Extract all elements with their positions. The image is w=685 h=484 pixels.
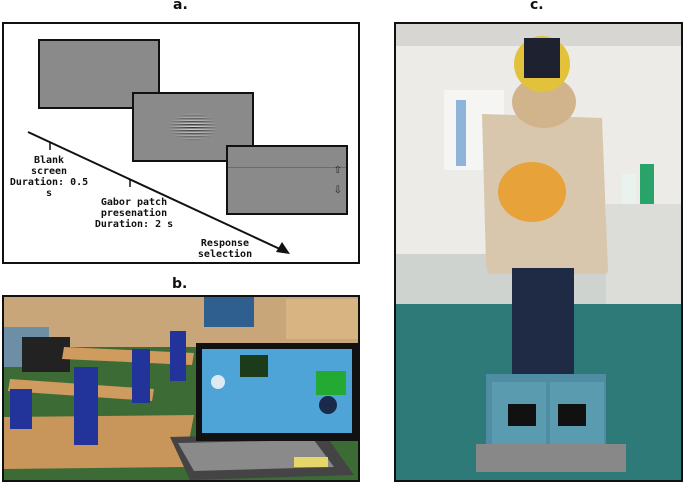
gabor-patch-screen: [132, 92, 254, 162]
timeline-arrow: [27, 131, 290, 254]
panel-a-label: a.: [173, 0, 188, 13]
up-arrow-icon: ⇧: [333, 165, 342, 176]
apparatus-photo-illustration: [4, 297, 358, 480]
response-selection-label: Response selection: [197, 238, 253, 260]
down-arrow-icon: ⇩: [333, 185, 342, 196]
panel-c-participant-photo: [394, 22, 683, 482]
response-screen: ⇧ ⇩: [226, 145, 348, 215]
blank-screen-label: Blank screen Duration: 0.5 s: [9, 155, 89, 199]
panel-b-label: b.: [172, 276, 188, 292]
participant-photo-illustration: [396, 24, 681, 480]
panel-a-paradigm: ⇧ ⇩ Blank screen Duration: 0.5 s Gabor p…: [2, 22, 360, 264]
gabor-patch-graphic: [168, 112, 218, 142]
panel-b-apparatus-photo: [2, 295, 360, 482]
gabor-patch-label: Gabor patch presenation Duration: 2 s: [94, 197, 174, 230]
panel-c-label: c.: [530, 0, 544, 13]
blank-screen: [38, 39, 160, 109]
